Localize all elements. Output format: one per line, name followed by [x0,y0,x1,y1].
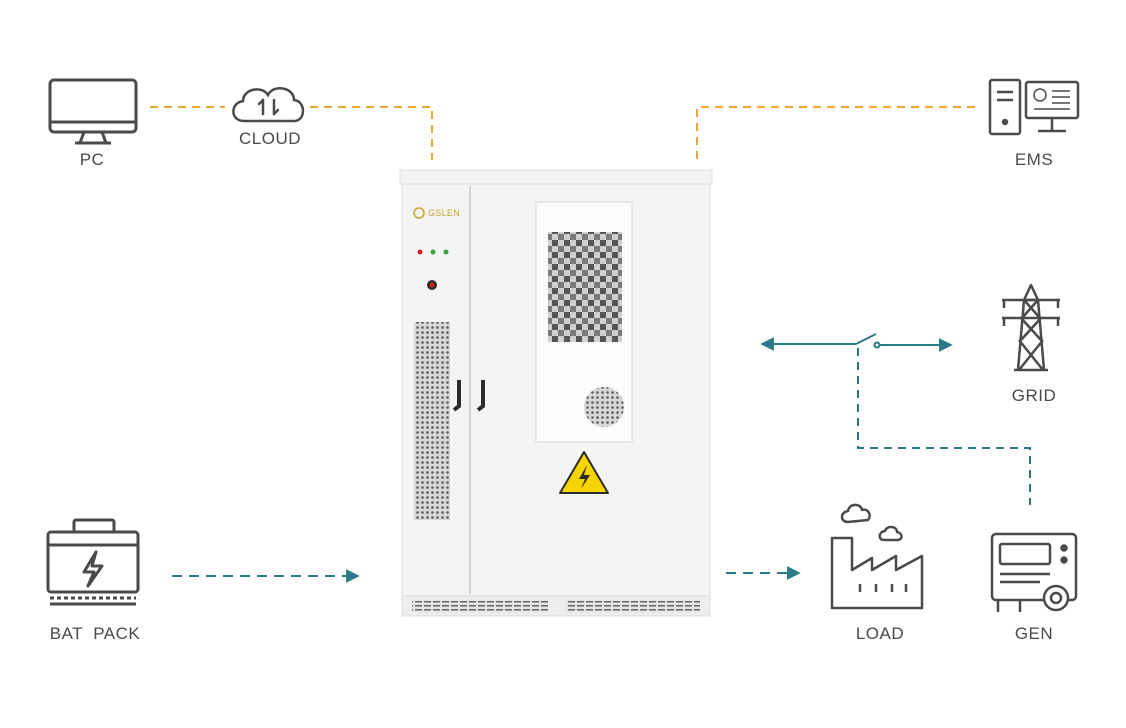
ems-cabinet-link [696,106,975,160]
grid-switch-contact [873,341,881,349]
label-cloud: CLOUD [238,129,301,148]
label-ems: EMS [1014,150,1054,169]
server-monitor-icon [988,78,1080,136]
side-vent [414,322,450,520]
grid-switch-blade [855,333,877,345]
base-vent-left [412,600,548,612]
transmission-tower-icon [1002,283,1060,372]
label-gen: GEN [1014,624,1054,643]
energy-storage-cabinet [399,169,713,617]
switch-to-gen-link [857,348,1031,505]
door-handle-left [452,380,461,412]
brand-logo-icon [413,207,425,219]
brand-text: GSLEN [428,208,461,218]
factory-icon [830,503,924,610]
base-vent-right [566,600,700,612]
label-grid: GRID [1011,386,1057,405]
generator-icon [990,532,1078,612]
label-pc: PC [79,150,105,169]
monitor-icon [48,78,138,145]
indicator-green-2 [443,249,449,255]
cloud-cabinet-link [310,106,433,160]
high-voltage-warning-icon [559,451,609,494]
ac-fan [584,387,624,427]
power-lines [172,333,1031,583]
indicator-green-1 [430,249,436,255]
ac-grill [548,232,622,342]
label-load: LOAD [855,624,905,643]
indicator-red [417,249,423,255]
door-handle-right [476,380,485,412]
cabinet-roof [399,169,713,185]
comm-lines [150,106,975,160]
label-bat-pack: BAT PACK [49,624,141,643]
cloud-sync-icon [232,87,305,123]
battery-icon [46,518,140,606]
